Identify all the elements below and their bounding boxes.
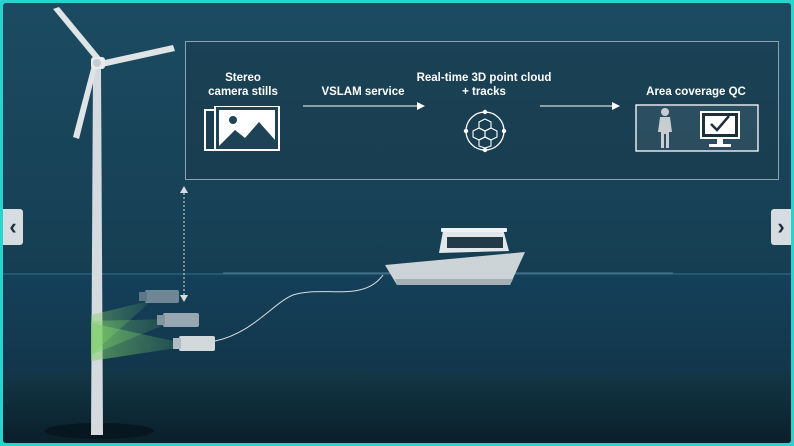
survey-boat-icon — [385, 228, 525, 285]
camera-beams — [91, 301, 183, 361]
workflow-panel — [185, 41, 779, 180]
prev-slide-button[interactable]: ‹ — [3, 209, 23, 245]
step-3-line-2: + tracks — [462, 86, 506, 98]
step-vslam-service-label: VSLAM service — [321, 86, 405, 98]
step-point-cloud-label: Real-time 3D point cloud + tracks — [411, 71, 557, 99]
point-cloud-cubes-icon — [463, 109, 507, 153]
photo-stack-icon — [204, 106, 280, 151]
monitor-checkmark-icon — [700, 111, 740, 147]
step-1-line-2: camera stills — [208, 86, 278, 98]
flow-arrow-1 — [303, 102, 425, 110]
tether-cable — [214, 274, 384, 342]
step-3-line-1: Real-time 3D point cloud — [416, 72, 552, 84]
operator-monitor-check-icon — [635, 104, 759, 152]
flow-arrow-2 — [540, 102, 620, 110]
underwater-camera-icon — [139, 290, 215, 351]
step-1-line-1: Stereo — [225, 72, 261, 84]
step-area-coverage-qc-label: Area coverage QC — [646, 86, 746, 98]
operator-silhouette-icon — [658, 108, 672, 148]
diagram-frame: Stereo camera stills VSLAM service Real-… — [3, 3, 791, 443]
next-slide-button[interactable]: › — [771, 209, 791, 245]
step-stereo-camera-stills-label: Stereo camera stills — [193, 71, 293, 99]
uplink-dotted-arrow — [180, 186, 188, 302]
seabed — [3, 367, 791, 443]
